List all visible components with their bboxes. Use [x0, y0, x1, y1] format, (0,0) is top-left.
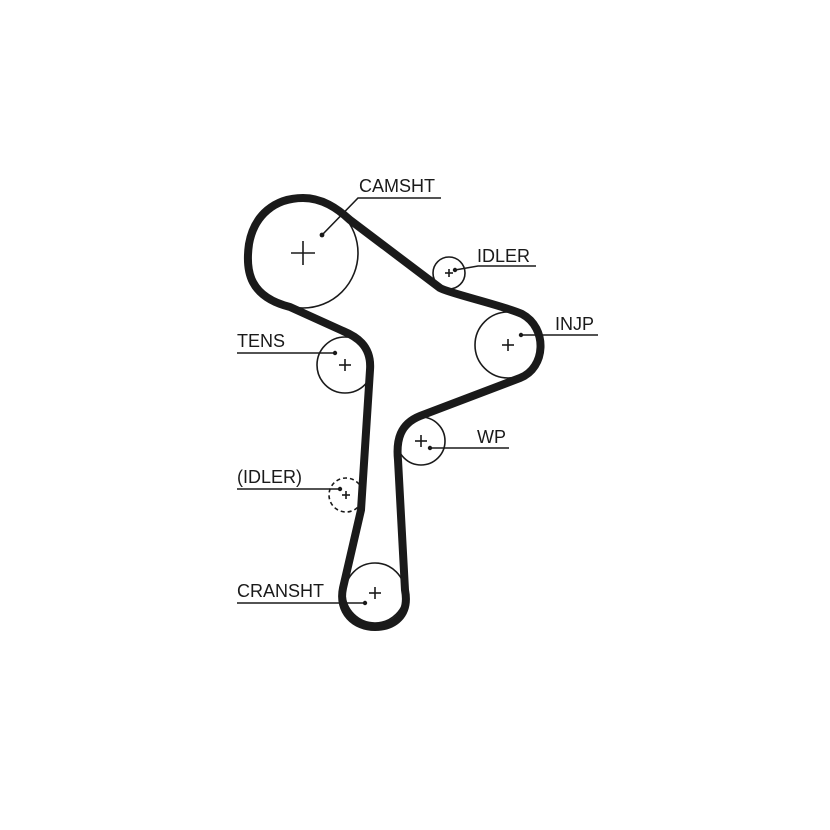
injp-label: INJP — [555, 314, 594, 334]
camsht-label: CAMSHT — [359, 176, 435, 196]
wp-leader — [427, 445, 509, 451]
optional-idler-label: (IDLER) — [237, 467, 302, 487]
optional-idler-center-cross — [342, 491, 350, 499]
wp-label: WP — [477, 427, 506, 447]
idler-leader — [452, 265, 536, 273]
idler-label: IDLER — [477, 246, 530, 266]
idler-center-cross — [445, 269, 453, 277]
optional-idler-leader — [237, 486, 343, 492]
camshaft-leader — [319, 197, 441, 238]
tens-label: TENS — [237, 331, 285, 351]
crankshaft-center-cross — [369, 587, 381, 599]
tens-leader — [237, 350, 338, 356]
cransht-label: CRANSHT — [237, 581, 324, 601]
camshaft-center-cross — [291, 241, 315, 265]
injection-pump-center-cross — [502, 339, 514, 351]
injp-leader — [518, 332, 598, 338]
cransht-leader — [237, 600, 368, 606]
water-pump-center-cross — [415, 435, 427, 447]
timing-belt — [243, 194, 545, 631]
tensioner-center-cross — [339, 359, 351, 371]
